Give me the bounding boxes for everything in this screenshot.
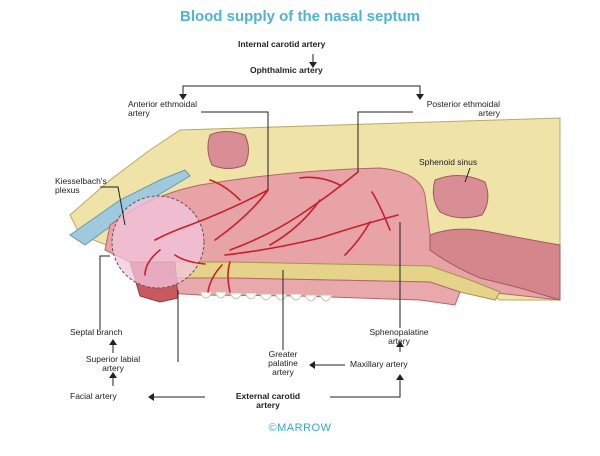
posterior-ethmoidal-artery-path xyxy=(229,171,359,251)
label-superior-labial-artery-line2: artery xyxy=(102,363,124,373)
label-sphenopalatine-artery-line1: Sphenopalatine xyxy=(369,327,429,337)
label-sphenoid-sinus: Sphenoid sinus xyxy=(419,157,478,167)
pharynx-tissue xyxy=(429,228,561,301)
label-greater-palatine-artery-line3: artery xyxy=(272,367,294,377)
label-posterior-ethmoidal-artery-line2: artery xyxy=(478,108,500,118)
leader-lines xyxy=(99,54,471,398)
arrowheads xyxy=(109,62,424,401)
label-ophthalmic-artery: Ophthalmic artery xyxy=(250,65,323,75)
label-posterior-ethmoidal-artery-line1: Posterior ethmoidal xyxy=(426,99,500,109)
greater-palatine-artery-path xyxy=(227,261,231,293)
sphenoid-sinus-shape xyxy=(432,175,489,219)
septal-arteries xyxy=(144,171,399,293)
label-greater-palatine-artery-line2: palatine xyxy=(268,358,298,368)
label-kiesselbachs-plexus-line2: plexus xyxy=(55,185,80,195)
label-facial-artery: Facial artery xyxy=(70,391,117,401)
label-external-carotid-artery-line2: artery xyxy=(256,400,280,410)
label-septal-branch: Septal branch xyxy=(70,327,123,337)
label-sphenopalatine-artery-line2: artery xyxy=(388,336,410,346)
watermark-logo: ©MARROW xyxy=(268,422,332,434)
anterior-ethmoidal-artery-path xyxy=(154,189,269,241)
sphenopalatine-artery-path xyxy=(224,214,399,256)
label-maxillary-artery: Maxillary artery xyxy=(350,359,408,369)
oral-mucosa xyxy=(139,277,461,306)
label-internal-carotid-artery: Internal carotid artery xyxy=(238,39,326,49)
teeth xyxy=(199,291,333,302)
label-anterior-ethmoidal-artery-line1: Anterior ethmoidal xyxy=(128,99,197,109)
label-kiesselbachs-plexus-line1: Kiesselbach's xyxy=(55,176,107,186)
label-greater-palatine-artery-line1: Greater xyxy=(268,349,298,359)
label-superior-labial-artery-line1: Superior labial xyxy=(85,354,141,364)
septal-branch-artery-path xyxy=(144,249,161,276)
label-anterior-ethmoidal-artery-line2: artery xyxy=(128,108,150,118)
diagram-title: Blood supply of the nasal septum xyxy=(179,8,421,25)
label-external-carotid-artery-line1: External carotid xyxy=(235,391,301,401)
kiesselbachs-plexus-area xyxy=(111,195,205,289)
frontal-sinus xyxy=(207,131,249,169)
